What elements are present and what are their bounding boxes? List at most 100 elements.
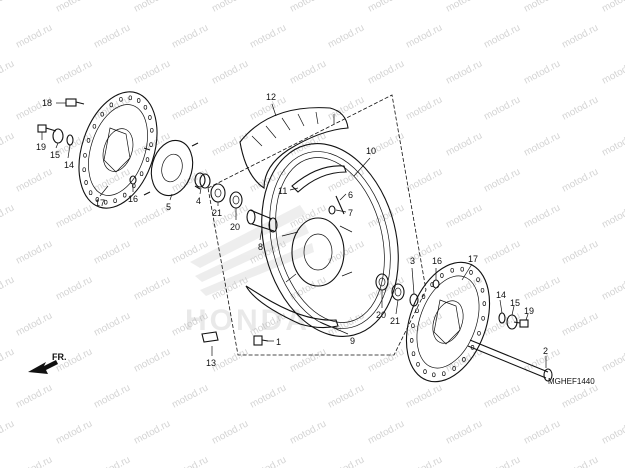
- wheel-hub: [281, 217, 353, 287]
- callout-21: 21: [212, 208, 222, 218]
- watermark-text: motod.ru: [0, 346, 16, 374]
- disc-vent-hole: [143, 104, 148, 110]
- disc-vent-hole: [460, 266, 464, 272]
- watermark-text: motod.ru: [92, 454, 132, 468]
- watermark-text: motod.ru: [14, 382, 54, 410]
- disc-vent-hole: [128, 95, 133, 101]
- watermark-text: motod.ru: [522, 202, 562, 230]
- watermark-text: motod.ru: [210, 418, 250, 446]
- callout-14: 14: [64, 160, 74, 170]
- callout-18: 18: [42, 98, 52, 108]
- axle-2: [467, 339, 553, 382]
- disc-vent-hole: [450, 267, 454, 273]
- callout-12: 12: [266, 92, 276, 102]
- watermark-text: motod.ru: [170, 382, 210, 410]
- left-brake-disc: [78, 91, 158, 209]
- watermark-text: motod.ru: [210, 58, 250, 86]
- watermark-text: motod.ru: [366, 58, 406, 86]
- watermark-text: motod.ru: [210, 346, 250, 374]
- watermark-text: motod.ru: [600, 346, 625, 374]
- watermark-text: motod.ru: [404, 166, 444, 194]
- callout-11: 11: [278, 186, 287, 196]
- disc-vent-hole: [432, 372, 436, 378]
- watermark-text: motod.ru: [288, 346, 328, 374]
- watermark-text: motod.ru: [170, 94, 210, 122]
- watermark-text: motod.ru: [92, 238, 132, 266]
- disc-vent-hole: [409, 338, 414, 343]
- watermark-text: motod.ru: [522, 0, 562, 15]
- disc-vent-hole: [92, 123, 97, 129]
- watermark-text: motod.ru: [288, 418, 328, 446]
- watermark-text: motod.ru: [0, 202, 16, 230]
- watermark-text: motod.ru: [600, 0, 625, 15]
- watermark-text: motod.ru: [92, 22, 132, 50]
- valve-cap-7: [328, 205, 336, 215]
- callout-17b: 17: [468, 254, 478, 264]
- watermark-text: motod.ru: [14, 166, 54, 194]
- callout-15: 15: [50, 150, 60, 160]
- watermark-text: motod.ru: [288, 58, 328, 86]
- watermark-text: motod.ru: [444, 418, 484, 446]
- disc-vent-hole: [86, 138, 91, 143]
- watermark-text: motod.ru: [444, 202, 484, 230]
- watermark-text: motod.ru: [210, 0, 250, 15]
- brand-logo-text: HONDA: [185, 304, 310, 337]
- watermark-text: motod.ru: [482, 22, 522, 50]
- disc-vent-hole: [423, 369, 427, 374]
- callout-20b: 20: [376, 310, 386, 320]
- disc-vent-hole: [421, 294, 426, 299]
- bolt-19-right: [513, 319, 529, 328]
- watermark-text: motod.ru: [92, 166, 132, 194]
- watermark-text: motod.ru: [132, 0, 172, 15]
- callout-17: 17: [95, 198, 105, 208]
- watermark-text: motod.ru: [444, 130, 484, 158]
- disc-vent-hole: [416, 361, 420, 367]
- disc-vent-hole: [119, 96, 123, 102]
- callout-6: 6: [348, 190, 353, 200]
- bolt-18: [65, 98, 85, 107]
- disc-vent-hole: [411, 323, 415, 329]
- watermark-text: motod.ru: [600, 130, 625, 158]
- disc-vent-hole: [103, 199, 108, 205]
- watermark-text: motod.ru: [560, 382, 600, 410]
- watermark-text: motod.ru: [326, 454, 366, 468]
- watermark-text: motod.ru: [560, 94, 600, 122]
- washer-15-left: [52, 128, 64, 144]
- watermark-text: motod.ru: [54, 274, 94, 302]
- disc-vent-hole: [148, 115, 152, 120]
- callout-2: 2: [543, 346, 548, 356]
- watermark-text: motod.ru: [288, 0, 328, 15]
- callout-16b: 16: [432, 256, 442, 266]
- bolt-1: [253, 335, 269, 346]
- watermark-text: motod.ru: [210, 130, 250, 158]
- watermark-text: motod.ru: [444, 58, 484, 86]
- watermark-text: motod.ru: [54, 0, 94, 15]
- watermark-text: motod.ru: [132, 418, 172, 446]
- watermark-text: motod.ru: [0, 274, 16, 302]
- disc-vent-hole: [84, 180, 88, 185]
- watermark-text: motod.ru: [404, 94, 444, 122]
- disc-vent-hole: [139, 171, 144, 177]
- watermark-text: motod.ru: [560, 238, 600, 266]
- watermark-text: motod.ru: [326, 382, 366, 410]
- watermark-text: motod.ru: [600, 202, 625, 230]
- watermark-text: motod.ru: [600, 274, 625, 302]
- watermark-text: motod.ru: [0, 0, 16, 15]
- assembly-frame: [207, 94, 427, 356]
- callout-3: 3: [410, 256, 415, 266]
- callout-1: 1: [276, 337, 281, 347]
- watermark-text: motod.ru: [522, 130, 562, 158]
- disc-vent-hole: [482, 301, 487, 306]
- watermark-text: motod.ru: [0, 58, 16, 86]
- wheel-rim-10: [261, 143, 399, 337]
- disc-vent-hole: [149, 142, 153, 148]
- watermark-text: motod.ru: [132, 274, 172, 302]
- watermark-text: motod.ru: [326, 310, 366, 338]
- disc-vent-hole: [469, 270, 473, 275]
- watermark-text: motod.ru: [248, 382, 288, 410]
- watermark-text: motod.ru: [54, 202, 94, 230]
- disc-vent-hole: [480, 287, 485, 293]
- watermark-text: motod.ru: [14, 454, 54, 468]
